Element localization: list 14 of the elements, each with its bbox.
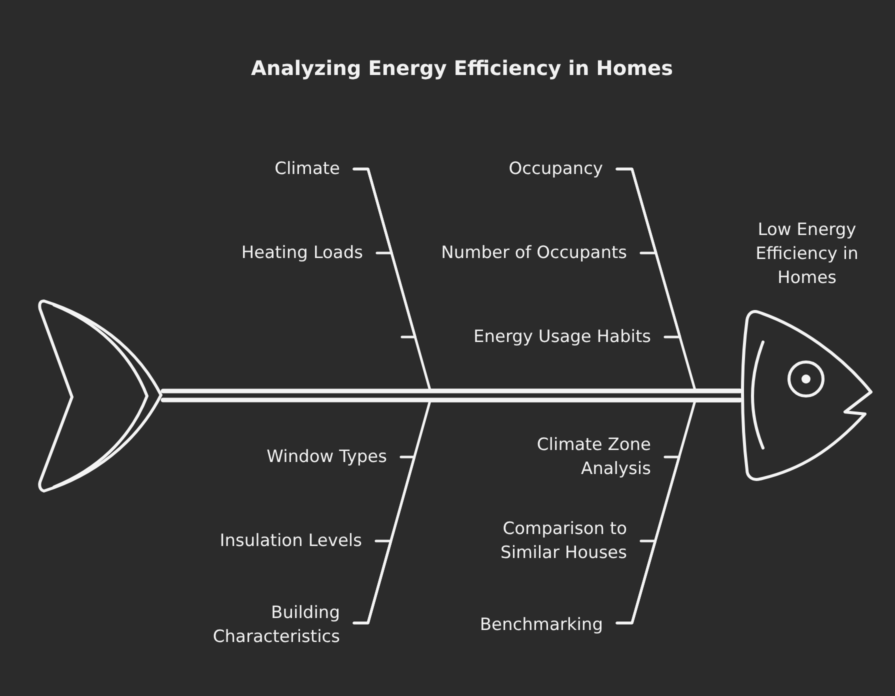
- effect-label: Low Energy Efficiency in Homes: [754, 219, 860, 290]
- cause-label: Climate Zone Analysis: [516, 433, 651, 481]
- cause-label: Insulation Levels: [220, 529, 362, 553]
- cause-label: Number of Occupants: [441, 241, 627, 265]
- category-label: Occupancy: [508, 157, 603, 181]
- category-label: Benchmarking: [480, 613, 603, 637]
- cause-label: Window Types: [266, 445, 387, 469]
- category-label: Building Characteristics: [180, 601, 340, 649]
- cause-label: Comparison to Similar Houses: [477, 517, 627, 565]
- cause-label: Energy Usage Habits: [473, 325, 651, 349]
- spine-line: [160, 388, 742, 402]
- diagram-title: Analyzing Energy Efficiency in Homes: [251, 55, 673, 82]
- category-label: Climate: [274, 157, 340, 181]
- cause-label: Heating Loads: [241, 241, 363, 265]
